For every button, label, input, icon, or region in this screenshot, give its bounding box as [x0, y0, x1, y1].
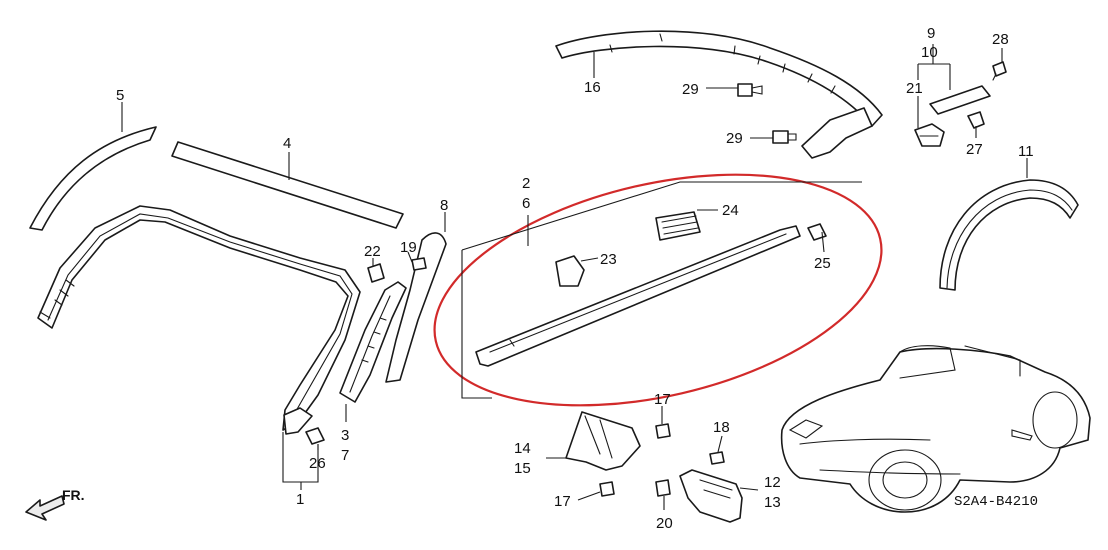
side-sill-assembly-group — [433, 173, 883, 407]
part-24-holder[interactable] — [655, 211, 701, 241]
part-8-side-garnish[interactable] — [385, 232, 447, 383]
callout-29-upper: 29 — [682, 81, 699, 98]
callout-22: 22 — [364, 243, 381, 260]
screw-19[interactable] — [411, 257, 427, 271]
part-21-bracket[interactable] — [914, 123, 945, 147]
callout-4: 4 — [283, 135, 291, 152]
callout-28: 28 — [992, 31, 1009, 48]
arrow-left-icon — [25, 495, 65, 521]
callout-26: 26 — [309, 455, 326, 472]
callout-6: 6 — [522, 195, 530, 212]
callout-1: 1 — [296, 491, 304, 508]
callout-10: 10 — [921, 44, 938, 61]
fastener-29-upper[interactable] — [737, 83, 763, 97]
callout-14: 14 — [514, 440, 531, 457]
callout-5: 5 — [116, 87, 124, 104]
direction-label: FR. — [62, 487, 85, 503]
part-14-15-bracket[interactable] — [565, 411, 641, 471]
callout-20: 20 — [656, 515, 673, 532]
callout-17-lower: 17 — [554, 493, 571, 510]
callout-18: 18 — [713, 419, 730, 436]
part-25-clip[interactable] — [807, 223, 827, 241]
diagram-code: S2A4-B4210 — [954, 494, 1038, 510]
part-11-fender-molding[interactable] — [939, 179, 1079, 291]
screw-28[interactable] — [992, 61, 1007, 81]
screw-17-lower[interactable] — [599, 481, 615, 497]
callout-13: 13 — [764, 494, 781, 511]
part-5-trim-strip[interactable] — [29, 126, 157, 231]
callout-23: 23 — [600, 251, 617, 268]
part-9-10-garnish[interactable] — [929, 85, 991, 115]
clip-20[interactable] — [655, 479, 671, 497]
part-2-6-side-sill-garnish[interactable] — [475, 225, 801, 367]
callout-21: 21 — [906, 80, 923, 97]
callout-8: 8 — [440, 197, 448, 214]
clip-27[interactable] — [967, 111, 985, 129]
callout-17-upper: 17 — [654, 391, 671, 408]
callout-27: 27 — [966, 141, 983, 158]
clip-22[interactable] — [367, 263, 385, 283]
fastener-29-lower[interactable] — [772, 130, 797, 144]
screw-18[interactable] — [709, 451, 725, 465]
callout-2: 2 — [522, 175, 530, 192]
front-direction-indicator: FR. — [25, 487, 85, 521]
callout-15: 15 — [514, 460, 531, 477]
callout-12: 12 — [764, 474, 781, 491]
highlight-ellipse — [433, 173, 883, 407]
part-12-13-mudguard[interactable] — [679, 469, 743, 523]
callout-9: 9 — [927, 25, 935, 42]
part-1-windshield-frame[interactable] — [37, 205, 361, 435]
part-23-clip[interactable] — [555, 255, 585, 287]
part-4-windshield-molding[interactable] — [171, 141, 404, 229]
callout-3: 3 — [341, 427, 349, 444]
callout-25: 25 — [814, 255, 831, 272]
callout-11: 11 — [1018, 143, 1034, 160]
screw-17-upper[interactable] — [655, 423, 671, 439]
part-16-roof-molding[interactable] — [555, 30, 883, 159]
clip-26[interactable] — [305, 427, 325, 445]
part-3-7-pillar-garnish[interactable] — [339, 281, 407, 403]
callout-19: 19 — [400, 239, 417, 256]
callout-7: 7 — [341, 447, 349, 464]
callout-16: 16 — [584, 79, 601, 96]
callout-24: 24 — [722, 202, 739, 219]
car-reference-drawing — [780, 345, 1091, 513]
callout-leaders — [121, 44, 1028, 510]
callout-labels: 5 4 8 2 6 16 29 29 9 10 21 28 27 11 24 2… — [116, 25, 1034, 532]
callout-29-lower: 29 — [726, 130, 743, 147]
